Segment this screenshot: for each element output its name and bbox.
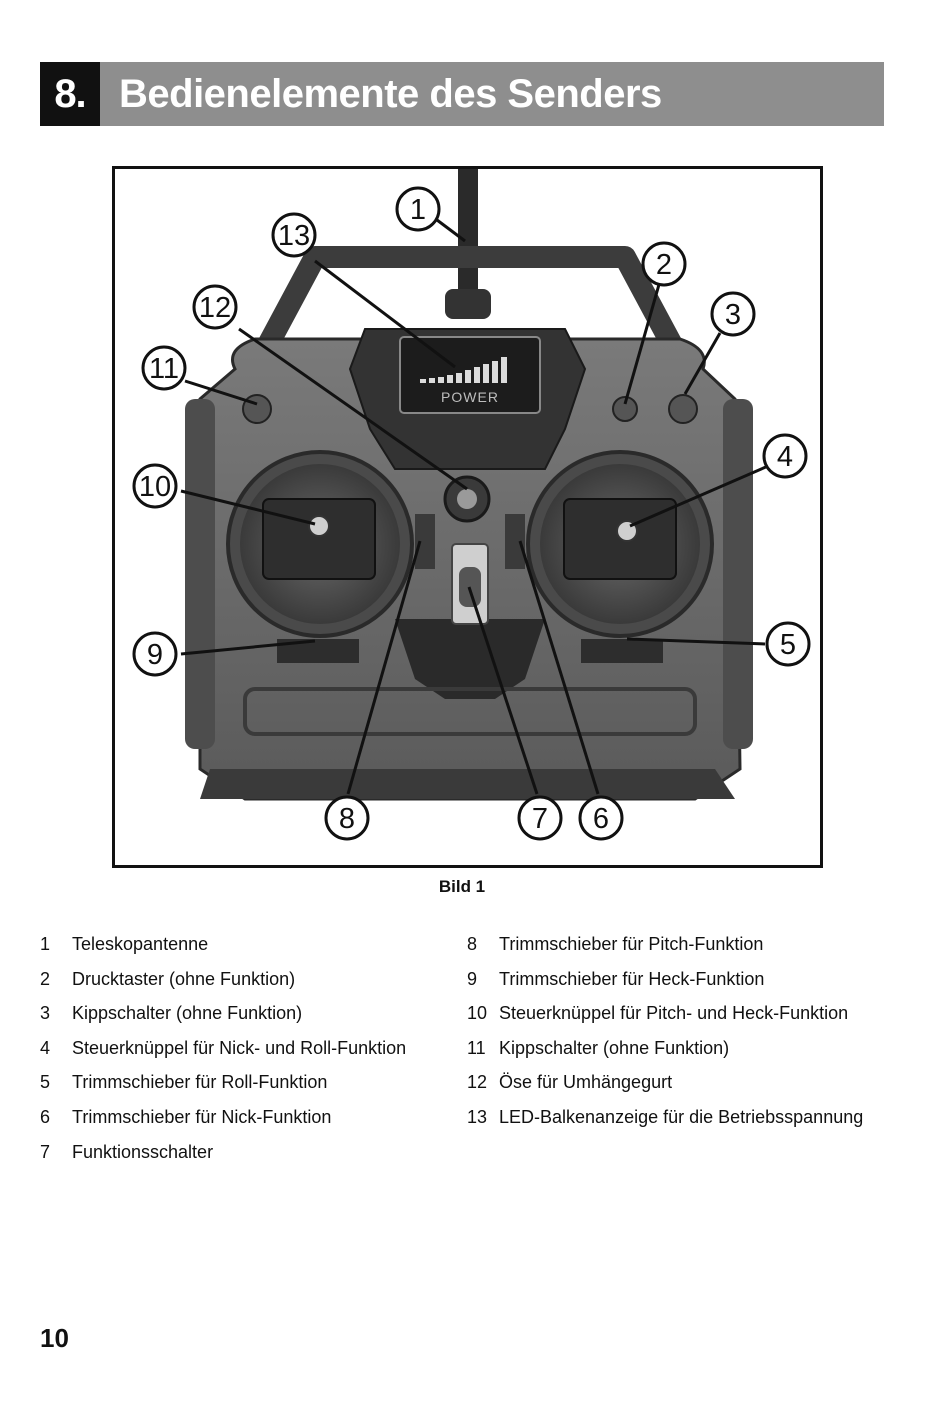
right-trim-slider bbox=[581, 639, 663, 663]
callout-12: 12 bbox=[192, 284, 238, 330]
legend-number: 3 bbox=[40, 1003, 51, 1024]
legend-text: Steuerknüppel für Nick- und Roll-Funktio… bbox=[72, 1037, 407, 1058]
legend-number: 5 bbox=[40, 1072, 51, 1093]
transmitter-illustration: POWER bbox=[132, 169, 811, 841]
callout-10: 10 bbox=[132, 463, 178, 509]
legend-item: 10 Steuerknüppel für Pitch- und Heck-Funk… bbox=[467, 1003, 907, 1038]
legend-number: 7 bbox=[40, 1141, 51, 1162]
callout-11: 11 bbox=[141, 345, 187, 391]
toggle-switch-right bbox=[668, 394, 698, 424]
legend-left: 1 Teleskopantenne 2 Drucktaster (ohne Funk… bbox=[40, 934, 460, 1176]
legend-text: LED-Balkenanzeige für die Betriebsspannu… bbox=[499, 1106, 864, 1127]
legend-item: 12 Öse für Umhängegurt bbox=[467, 1072, 907, 1107]
svg-text:11: 11 bbox=[149, 353, 179, 385]
legend-number: 2 bbox=[40, 968, 51, 989]
legend-item: 9 Trimmschieber für Heck-Funktion bbox=[467, 969, 907, 1004]
legend-text: Funktionsschalter bbox=[72, 1141, 214, 1162]
figure-caption: Bild 1 bbox=[438, 877, 486, 896]
svg-text:7: 7 bbox=[532, 803, 548, 835]
page-number: 10 bbox=[40, 1323, 69, 1353]
legend-text: Kippschalter (ohne Funktion) bbox=[499, 1037, 730, 1058]
left-stick bbox=[308, 515, 330, 537]
legend-text: Steuerknüppel für Pitch- und Heck-Funkti… bbox=[499, 1003, 849, 1024]
legend-item: 11 Kippschalter (ohne Funktion) bbox=[467, 1038, 907, 1073]
legend-number: 11 bbox=[467, 1037, 486, 1058]
svg-text:10: 10 bbox=[139, 471, 171, 503]
lower-panel-outline bbox=[243, 687, 697, 736]
callout-3: 3 bbox=[710, 291, 756, 337]
svg-text:3: 3 bbox=[725, 299, 741, 331]
legend-text: Kippschalter (ohne Funktion) bbox=[72, 1003, 303, 1024]
push-button bbox=[612, 396, 638, 422]
legend-item: 8 Trimmschieber für Pitch-Funktion bbox=[467, 934, 907, 969]
legend-item: 3 Kippschalter (ohne Funktion) bbox=[40, 1003, 460, 1038]
legend-text: Drucktaster (ohne Funktion) bbox=[72, 968, 296, 989]
callout-5: 5 bbox=[765, 621, 811, 667]
antenna-base bbox=[445, 289, 491, 319]
section-header: 8. Bedienelemente des Senders bbox=[40, 62, 884, 126]
svg-text:1: 1 bbox=[410, 194, 426, 226]
section-number: 8. bbox=[40, 62, 100, 126]
legend-item: 5 Trimmschieber für Roll-Funktion bbox=[40, 1072, 460, 1107]
svg-text:4: 4 bbox=[777, 441, 793, 473]
callout-1: 1 bbox=[395, 186, 441, 232]
legend-number: 10 bbox=[467, 1003, 488, 1024]
svg-text:13: 13 bbox=[278, 220, 310, 252]
callout-13: 13 bbox=[271, 212, 317, 258]
left-stick-frame bbox=[262, 498, 376, 580]
legend-text: Trimmschieber für Roll-Funktion bbox=[72, 1072, 328, 1093]
legend-text: Öse für Umhängegurt bbox=[499, 1072, 673, 1093]
legend-number: 4 bbox=[40, 1037, 51, 1058]
svg-text:2: 2 bbox=[656, 249, 672, 281]
pitch-trim-slider bbox=[415, 514, 435, 569]
callout-4: 4 bbox=[762, 433, 808, 479]
strap-eyelet-center bbox=[457, 489, 477, 509]
legend-number: 6 bbox=[40, 1106, 51, 1127]
right-grip bbox=[723, 399, 753, 749]
led-bars bbox=[420, 357, 507, 383]
legend-number: 12 bbox=[467, 1072, 488, 1093]
toggle-switch-left bbox=[242, 394, 272, 424]
callout-8: 8 bbox=[324, 795, 370, 841]
antenna bbox=[458, 169, 478, 304]
leader-lines bbox=[180, 215, 776, 795]
legend-item: 6 Trimmschieber für Nick-Funktion bbox=[40, 1107, 460, 1142]
callout-9: 9 bbox=[132, 631, 178, 677]
legend-text: Trimmschieber für Heck-Funktion bbox=[499, 968, 765, 989]
svg-text:5: 5 bbox=[780, 629, 796, 661]
svg-text:12: 12 bbox=[199, 292, 231, 324]
left-grip bbox=[185, 399, 215, 749]
legend-right: 8 Trimmschieber für Pitch-Funktion 9 Trimm… bbox=[467, 934, 907, 1142]
callout-2: 2 bbox=[641, 241, 687, 287]
legend-number: 1 bbox=[40, 934, 51, 954]
callout-7: 7 bbox=[517, 795, 563, 841]
callout-6: 6 bbox=[578, 795, 624, 841]
legend-number: 13 bbox=[467, 1106, 488, 1127]
legend-item: 4 Steuerknüppel für Nick- und Roll-Funkti… bbox=[40, 1038, 460, 1073]
carry-handle bbox=[245, 246, 695, 375]
legend-item: 13 LED-Balkenanzeige für die Betriebsspan… bbox=[467, 1107, 907, 1142]
legend-text: Teleskopantenne bbox=[72, 934, 209, 954]
legend-text: Trimmschieber für Pitch-Funktion bbox=[499, 934, 764, 954]
center-base bbox=[395, 619, 545, 699]
legend-item: 7 Funktionsschalter bbox=[40, 1142, 460, 1177]
legend-item: 1 Teleskopantenne bbox=[40, 934, 460, 969]
legend-number: 9 bbox=[467, 968, 478, 989]
nick-trim-slider bbox=[505, 514, 525, 569]
legend-number: 8 bbox=[467, 934, 478, 954]
legend-item: 2 Drucktaster (ohne Funktion) bbox=[40, 969, 460, 1004]
body-foot bbox=[200, 769, 735, 799]
display-power-label: POWER bbox=[441, 389, 499, 405]
section-title: Bedienelemente des Senders bbox=[100, 62, 884, 126]
transmitter-figure: POWER bbox=[112, 166, 823, 868]
svg-text:9: 9 bbox=[147, 639, 163, 671]
svg-text:8: 8 bbox=[339, 803, 355, 835]
svg-text:6: 6 bbox=[593, 803, 609, 835]
legend-text: Trimmschieber für Nick-Funktion bbox=[72, 1106, 332, 1127]
